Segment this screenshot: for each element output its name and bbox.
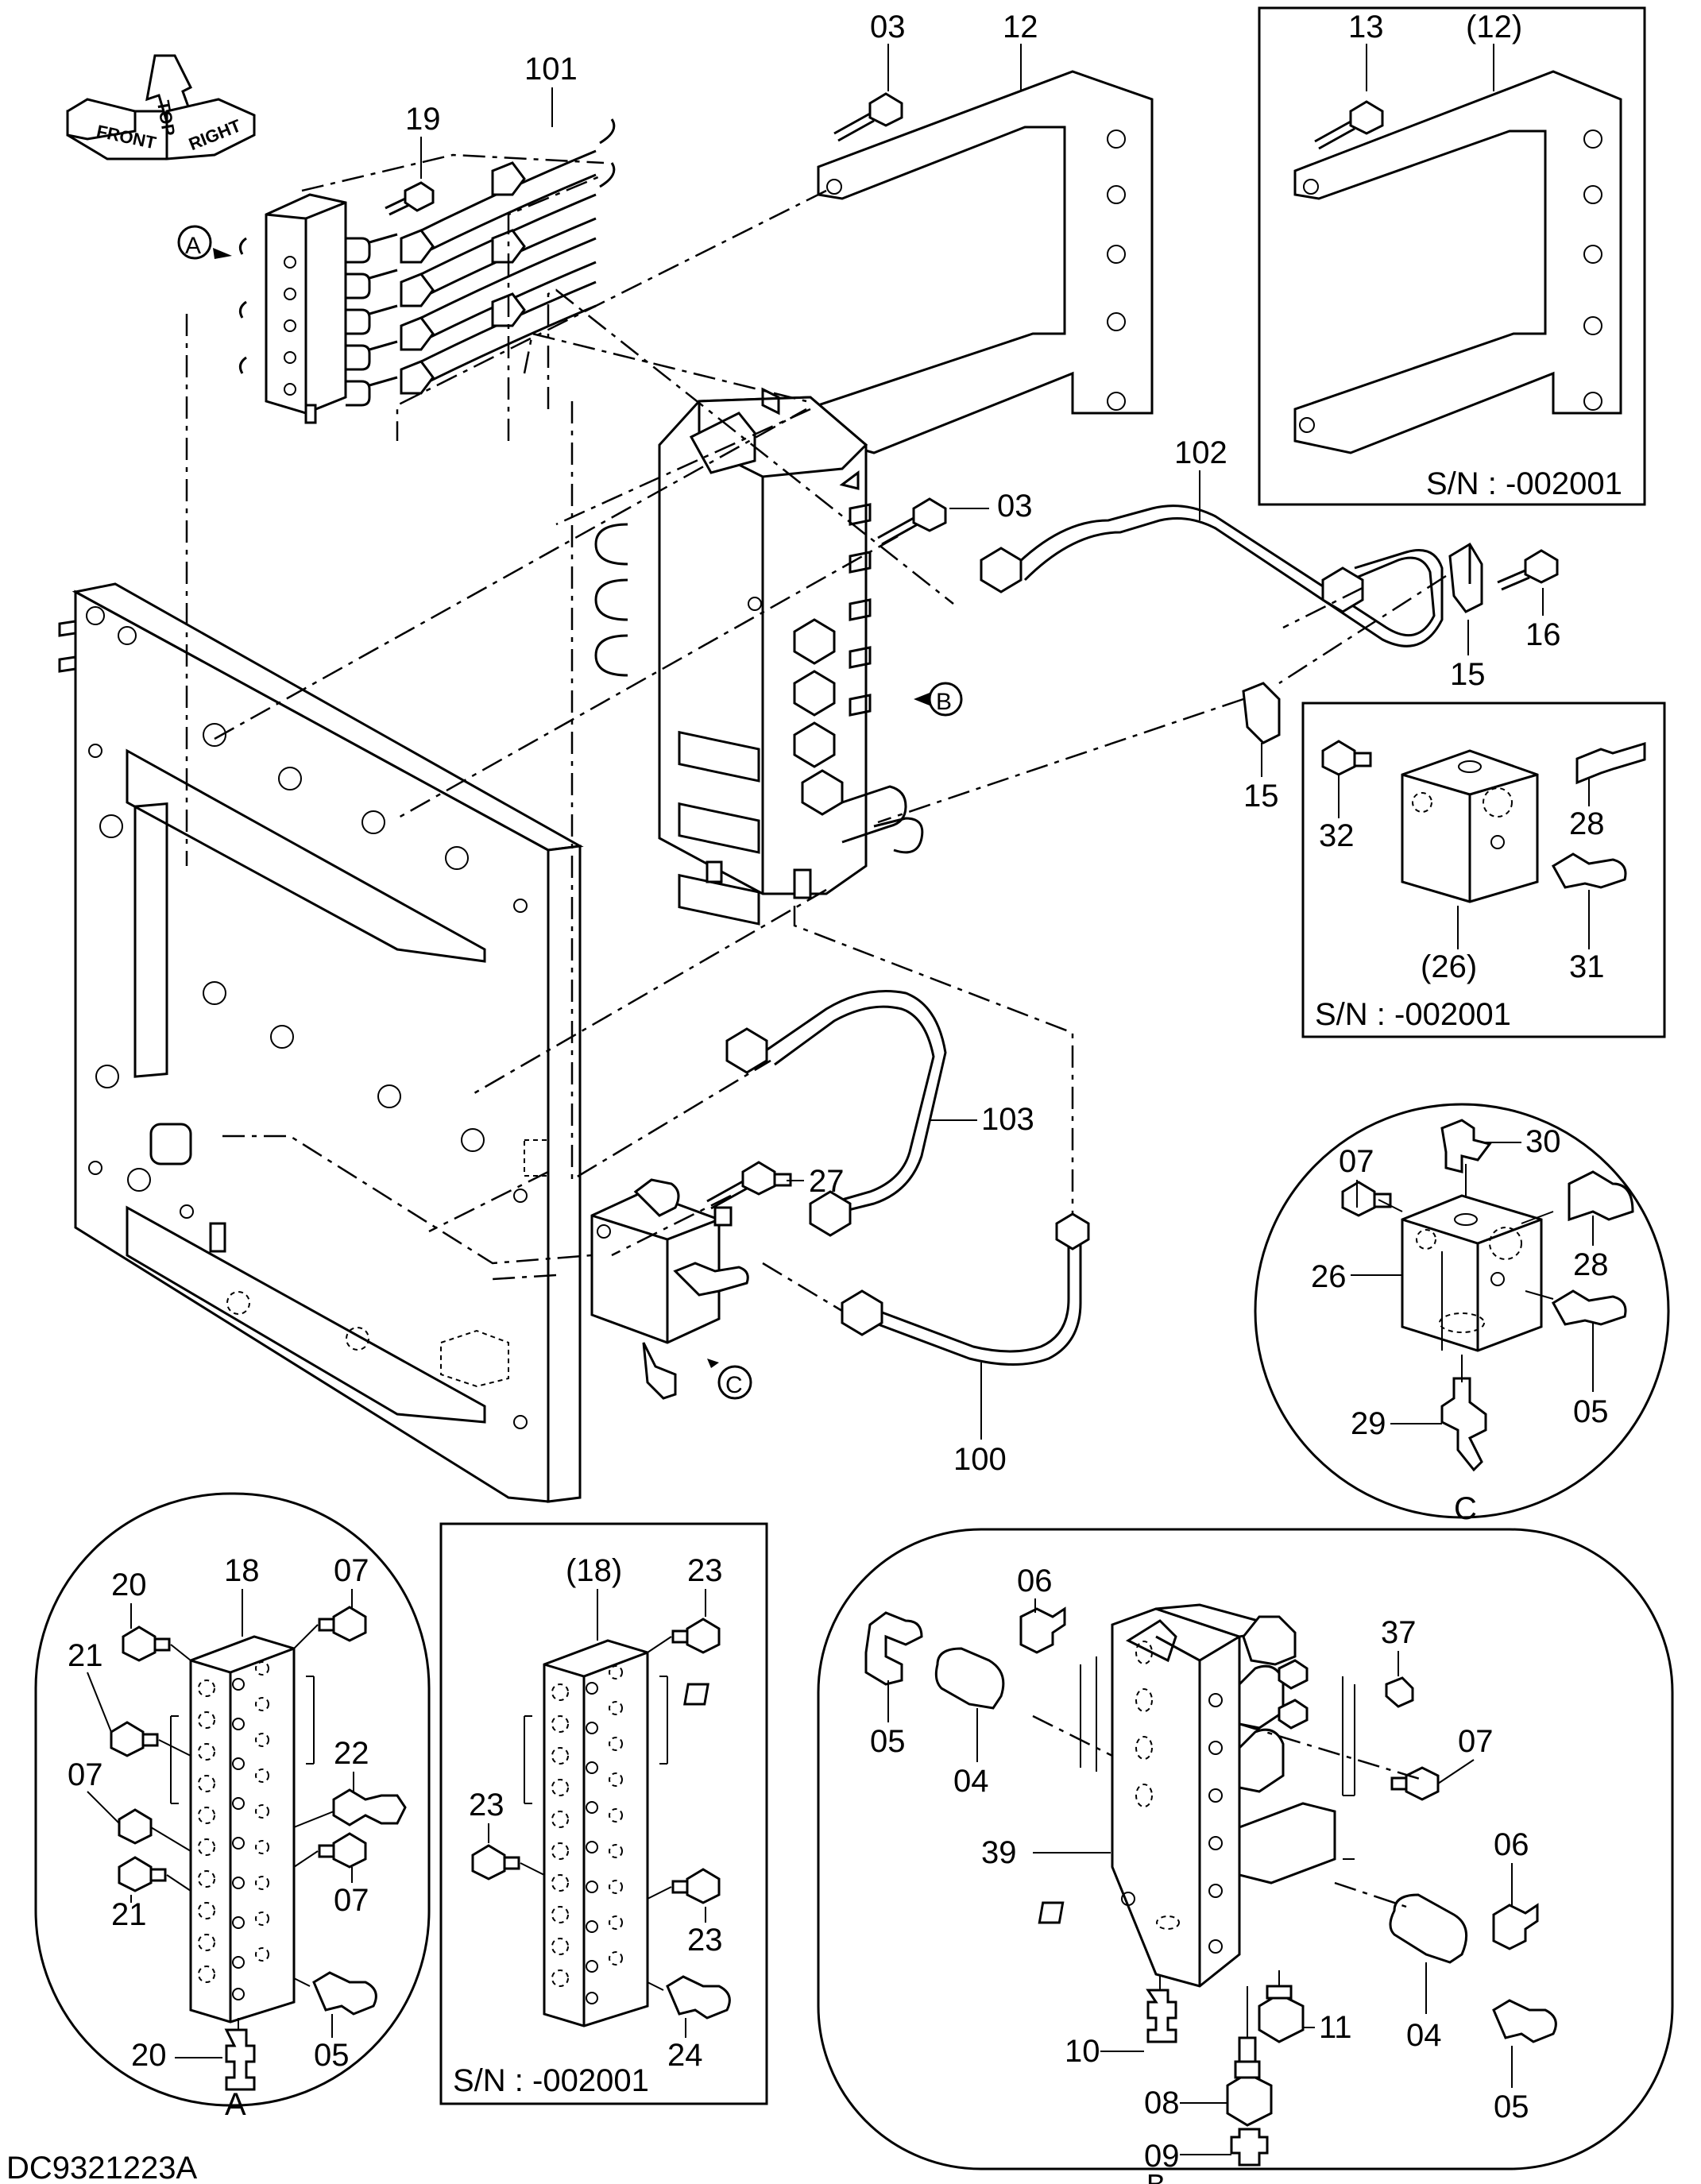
callout-03-top: 03 [870,10,906,44]
inset-26-callout-28: 28 [1569,806,1605,841]
inset-12-callout-12: (12) [1466,10,1522,44]
detail-c-callout-26: 26 [1311,1259,1347,1294]
detail-a-callout-21-bottom: 21 [111,1897,147,1932]
detail-a-callout-20-bottom: 20 [131,2038,167,2073]
view-b-marker-label: B [936,689,952,715]
inset-block-26-old: 32 28 31 (26) S/N : -002001 [1301,702,1666,1038]
clamp-15-upper [1448,542,1483,613]
detail-a-caption: A [225,2087,246,2122]
detail-a-callout-07-right: 07 [334,1883,369,1918]
view-c-marker: C [707,1359,752,1400]
callout-101: 101 [524,52,578,87]
orientation-cube-icon: FRONT TOP RIGHT [66,54,256,160]
detail-a-callout-21-top: 21 [68,1638,103,1673]
inset-block-18-old: (18) 23 23 23 24 S/N : -002001 [439,1522,768,2105]
pipe-102 [980,504,1444,647]
bracket-12 [817,70,1154,454]
pipe-103 [725,990,947,1237]
detail-b-callout-04-right: 04 [1406,2018,1442,2053]
callout-19: 19 [405,102,441,137]
inset-18-callout-23-right: 23 [687,1923,723,1958]
detail-b-callout-06-right: 06 [1494,1827,1529,1862]
hose-bundle-101 [400,118,616,395]
inset-12-callout-13: 13 [1348,10,1384,44]
pipe-100 [841,1212,1090,1366]
detail-a-callout-18: 18 [224,1553,260,1588]
view-a-marker: A [177,225,232,260]
detail-c-callout-30: 30 [1525,1124,1561,1159]
detail-a-callout-22: 22 [334,1736,369,1771]
bolt-27 [706,1161,792,1210]
inset-18-serial-note: S/N : -002001 [453,2063,649,2098]
detail-c-callout-29: 29 [1351,1406,1386,1441]
detail-a: 20 18 07 21 22 07 21 07 20 05 A [34,1492,431,2122]
detail-c: 07 30 28 26 05 29 C [1254,1103,1670,1526]
detail-b-callout-08: 08 [1144,2085,1180,2120]
detail-c-callout-28: 28 [1573,1247,1609,1282]
view-a-marker-label: A [185,233,201,259]
callout-15-lower: 15 [1243,779,1279,814]
diagram-id: DC9321223A [6,2151,197,2184]
callout-103: 103 [981,1102,1034,1137]
callout-100: 100 [953,1442,1007,1477]
bolt-03-top [833,92,903,142]
detail-b-callout-05-right: 05 [1494,2089,1529,2124]
callout-16: 16 [1525,617,1561,652]
inset-26-callout-31: 31 [1569,949,1605,984]
detail-b: 06 37 05 04 07 39 06 10 11 04 08 05 09 B [683,1528,1674,2184]
detail-a-callout-05: 05 [314,2038,350,2073]
detail-b-callout-06-top: 06 [1017,1564,1053,1598]
detail-c-caption: C [1454,1491,1477,1526]
inset-18-callout-24: 24 [667,2038,703,2073]
detail-b-callout-39: 39 [981,1835,1017,1870]
callout-12: 12 [1003,10,1038,44]
bolt-19 [385,181,435,216]
leader-lines-main [185,153,1447,1312]
detail-b-callout-07: 07 [1458,1724,1494,1759]
clamp-15-lower [1242,682,1281,744]
main-callouts: 03 12 101 19 03 102 16 15 15 27 103 100 [405,10,1561,1477]
inset-26-callout-26: (26) [1421,949,1477,984]
detail-b-caption: B [1146,2168,1166,2184]
inset-18-callout-23-left: 23 [469,1788,505,1823]
inset-26-serial-note: S/N : -002001 [1315,997,1511,1032]
detail-b-callout-05-left: 05 [870,1724,906,1759]
detail-a-callout-20-top: 20 [111,1567,147,1602]
detail-c-callout-07: 07 [1339,1144,1374,1179]
callout-15-upper: 15 [1450,657,1486,692]
detail-b-callout-10: 10 [1065,2034,1100,2069]
callout-27: 27 [809,1164,845,1199]
detail-b-callout-09: 09 [1144,2139,1180,2174]
bolt-16 [1497,549,1559,591]
view-b-marker: B [914,682,963,717]
detail-b-callout-37: 37 [1381,1615,1417,1650]
bolt-03-middle [877,497,947,546]
manifold-block-a [238,193,398,424]
mounting-plate [58,582,584,1503]
callout-03-middle: 03 [997,489,1033,524]
detail-b-callout-04-left: 04 [953,1764,989,1799]
inset-12-serial-note: S/N : -002001 [1426,466,1622,501]
detail-a-callout-07-top: 07 [334,1553,369,1588]
detail-a-callout-07-left: 07 [68,1757,103,1792]
callout-102: 102 [1174,435,1227,470]
detail-c-callout-05: 05 [1573,1394,1609,1429]
inset-18-callout-18: (18) [566,1553,622,1588]
inset-bracket-12-old: 13 (12) S/N : -002001 [1258,6,1646,506]
shuttle-block-c [590,1178,749,1400]
inset-18-callout-23-top: 23 [687,1553,723,1588]
detail-b-callout-11: 11 [1319,2010,1352,2045]
inset-26-callout-32: 32 [1319,818,1355,853]
control-valve-assembly [594,387,924,926]
view-c-marker-label: C [725,1372,743,1398]
